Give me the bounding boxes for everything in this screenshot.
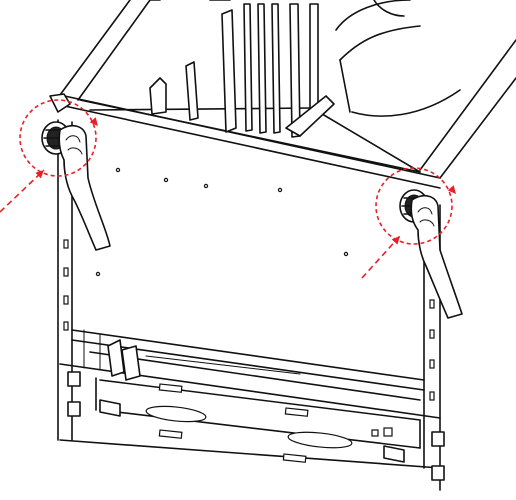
top-frame <box>59 0 516 189</box>
right-push-arrow <box>361 235 401 279</box>
left-rotation-arrowhead <box>89 117 98 126</box>
right-rotation-arrowhead <box>447 185 456 194</box>
base-assembly <box>59 329 445 481</box>
left-rotation-circle <box>19 99 97 177</box>
callout-layer <box>0 99 456 279</box>
left-push-arrowhead <box>35 170 44 179</box>
left-push-arrow <box>0 169 45 213</box>
left-hand <box>58 124 111 251</box>
right-rotation-circle <box>375 167 453 245</box>
right-push-arrowhead <box>391 236 400 245</box>
right-hand <box>410 194 463 319</box>
tub-interior <box>149 0 461 138</box>
